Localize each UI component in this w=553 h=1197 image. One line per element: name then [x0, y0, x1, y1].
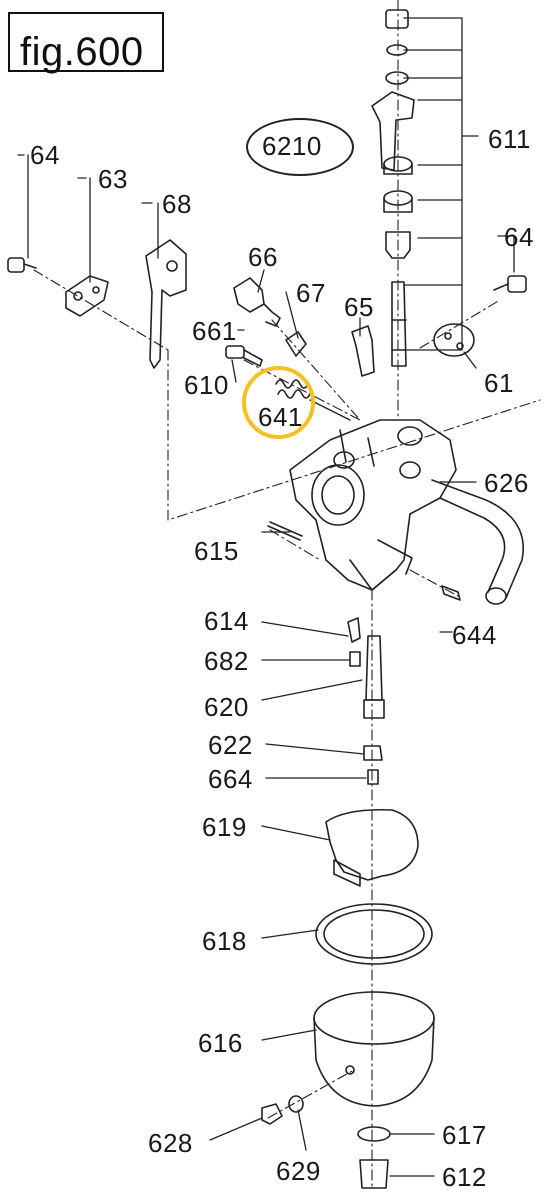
jet-stack — [347, 617, 385, 785]
part-label-664: 664 — [208, 764, 253, 794]
float — [325, 808, 419, 887]
bottom-parts — [261, 1095, 391, 1189]
part-label-618: 618 — [202, 926, 247, 956]
part-label-644: 644 — [452, 620, 497, 650]
part-label-612: 612 — [442, 1162, 487, 1192]
figure-title: fig.600 — [20, 30, 144, 74]
part-label-611: 611 — [488, 124, 531, 154]
float-bowl — [313, 991, 435, 1107]
part-label-65: 65 — [344, 292, 374, 322]
part-label-6210: 6210 — [262, 131, 322, 161]
part-label-610: 610 — [184, 370, 229, 400]
part-label-615: 615 — [194, 536, 239, 566]
part-label-64-right: 64 — [504, 222, 534, 252]
assembly-number-oval — [246, 118, 354, 176]
part-label-629: 629 — [276, 1156, 321, 1186]
part-label-614: 614 — [204, 606, 249, 636]
highlight-circle — [242, 366, 315, 439]
left-parts — [7, 239, 187, 369]
part-label-64-left: 64 — [30, 140, 60, 170]
part-label-617: 617 — [442, 1120, 487, 1150]
throttle-shaft-stack — [371, 9, 415, 367]
pins — [267, 521, 461, 601]
right-parts — [433, 275, 527, 357]
part-label-61: 61 — [484, 368, 514, 398]
part-label-620: 620 — [204, 692, 249, 722]
part-label-628: 628 — [148, 1128, 193, 1158]
part-label-622: 622 — [208, 730, 253, 760]
part-label-682: 682 — [204, 646, 249, 676]
carburetor-body — [289, 419, 457, 591]
part-label-619: 619 — [202, 812, 247, 842]
leader-lines — [17, 17, 515, 1177]
part-label-63: 63 — [98, 164, 128, 194]
part-label-641: 641 — [258, 402, 303, 432]
gasket — [315, 903, 433, 965]
part-label-67: 67 — [296, 278, 326, 308]
figure-title-box: fig.600 — [8, 12, 164, 72]
part-label-66: 66 — [248, 242, 278, 272]
part-label-661: 661 — [192, 316, 237, 346]
part-label-626: 626 — [484, 468, 529, 498]
part-label-68: 68 — [162, 189, 192, 219]
fuel-hose — [431, 479, 524, 605]
part-label-616: 616 — [198, 1028, 243, 1058]
